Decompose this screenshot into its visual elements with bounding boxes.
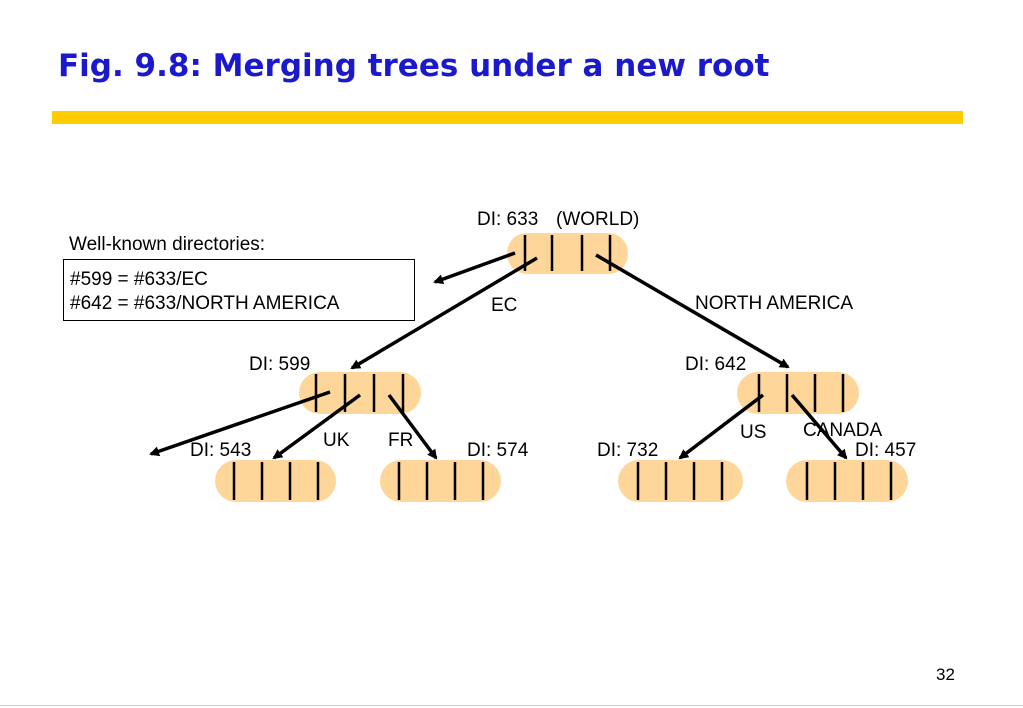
edge-label-us: US <box>740 422 766 443</box>
edge-label-uk: UK <box>323 430 350 451</box>
arrow-world-to-642 <box>595 253 790 369</box>
page-number: 32 <box>936 665 955 684</box>
edge-label-ec: EC <box>491 295 517 316</box>
arrow-599-to-574 <box>387 393 438 460</box>
arrow-world-to-known <box>433 251 516 284</box>
bottom-divider <box>0 705 1023 706</box>
node-732 <box>618 460 743 502</box>
label-node-543: DI: 543 <box>190 440 251 461</box>
node-642 <box>737 372 859 414</box>
label-node-599: DI: 599 <box>249 354 310 375</box>
node-457 <box>786 460 908 502</box>
arrow-599-to-543 <box>272 393 362 460</box>
label-node-574: DI: 574 <box>467 440 529 461</box>
title-underline <box>52 111 963 124</box>
node-599 <box>299 372 421 414</box>
arrow-642-to-732 <box>678 393 765 460</box>
edge-label-canada: CANADA <box>803 420 883 441</box>
arrow-world-to-599 <box>350 256 538 370</box>
label-node-457: DI: 457 <box>855 440 916 461</box>
label-node-732: DI: 732 <box>597 440 658 461</box>
well-known-label: Well-known directories: <box>69 234 266 255</box>
edge-label-north-america: NORTH AMERICA <box>695 293 853 314</box>
arrow-599-to-parent <box>149 390 331 457</box>
node-574 <box>380 460 501 502</box>
edge-label-fr: FR <box>388 430 413 451</box>
well-known-box: #599 = #633/EC #642 = #633/NORTH AMERICA <box>63 259 415 321</box>
node-633 <box>507 233 628 274</box>
node-543 <box>215 460 336 502</box>
label-node-633-name: (WORLD) <box>556 209 639 230</box>
label-node-633: DI: 633 <box>477 209 538 230</box>
well-known-line-642: #642 = #633/NORTH AMERICA <box>70 293 340 314</box>
well-known-line-599: #599 = #633/EC <box>70 269 208 290</box>
arrow-642-to-457 <box>790 393 848 460</box>
label-node-642: DI: 642 <box>685 354 746 375</box>
page-title: Fig. 9.8: Merging trees under a new root <box>58 48 770 84</box>
